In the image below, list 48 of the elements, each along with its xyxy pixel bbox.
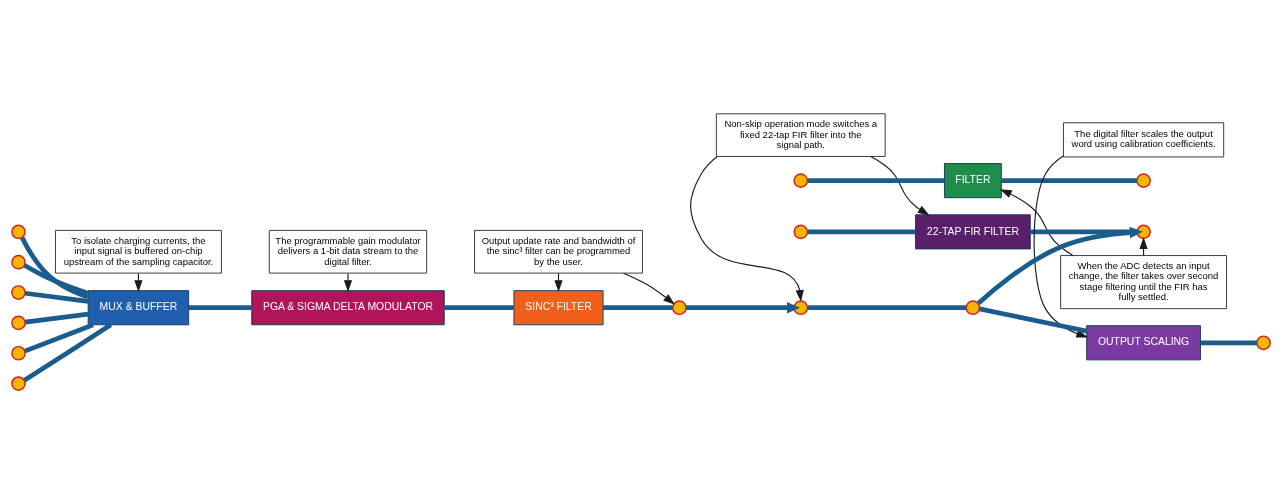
connector [807, 178, 945, 183]
node-circle [11, 285, 26, 300]
arrow [870, 155, 930, 216]
node-box: To isolate charging currents, the input signal is buffered on-chip upstream of the sampling capacitor. [55, 229, 222, 274]
connector [1001, 178, 1137, 183]
node-box: The digital filter scales the output word using calibration coefficients. [1062, 122, 1225, 158]
node-circle [1136, 224, 1151, 240]
node-circle [11, 224, 26, 240]
node-box: OUTPUT SCALING [1086, 325, 1201, 361]
connector [23, 322, 113, 383]
node-box: When the ADC detects an input change, the filter takes over second stage filtering until the FIR has fully settled. [1060, 255, 1227, 310]
connector [807, 305, 967, 311]
node-circle [672, 300, 687, 316]
connector [188, 305, 252, 311]
node-box: Non-skip operation mode switches a fixed 22-tap FIR filter into the signal path. [715, 113, 886, 157]
node-circle [793, 224, 809, 240]
node-circle [793, 173, 809, 188]
node-circle [11, 345, 26, 361]
connector [20, 236, 89, 300]
connector [23, 322, 94, 354]
node-circle [1256, 335, 1271, 351]
node-circle [1136, 173, 1151, 188]
connector [1200, 340, 1257, 346]
arrow [686, 302, 800, 314]
connector [978, 306, 1088, 334]
arrow [343, 272, 353, 292]
connector [603, 305, 673, 311]
connector [24, 290, 89, 304]
arrow [999, 189, 1074, 256]
node-box: SINC³ FILTER [513, 290, 604, 326]
node-box: Output update rate and bandwidth of the sinc³ filter can be programmed by the user. [474, 229, 643, 274]
node-box: MUX & BUFFER [87, 290, 190, 326]
node-circle [11, 376, 26, 391]
node-circle [965, 300, 981, 316]
node-box: FILTER [943, 163, 1002, 199]
connector [444, 305, 514, 311]
arrow [690, 156, 804, 302]
node-box: 22-TAP FIR FILTER [915, 214, 1031, 250]
node-circle [11, 315, 26, 331]
node-circle [11, 254, 26, 270]
arrow [623, 272, 675, 305]
connector [23, 263, 89, 296]
node-box: PGA & SIGMA DELTA MODULATOR [251, 290, 445, 326]
node-circle [793, 300, 809, 316]
connector [24, 311, 89, 325]
arrow [1033, 155, 1089, 338]
node-box: The programmable gain modulator delivers a 1-bit data stream to the digital filter. [268, 229, 428, 274]
connector [807, 229, 916, 235]
